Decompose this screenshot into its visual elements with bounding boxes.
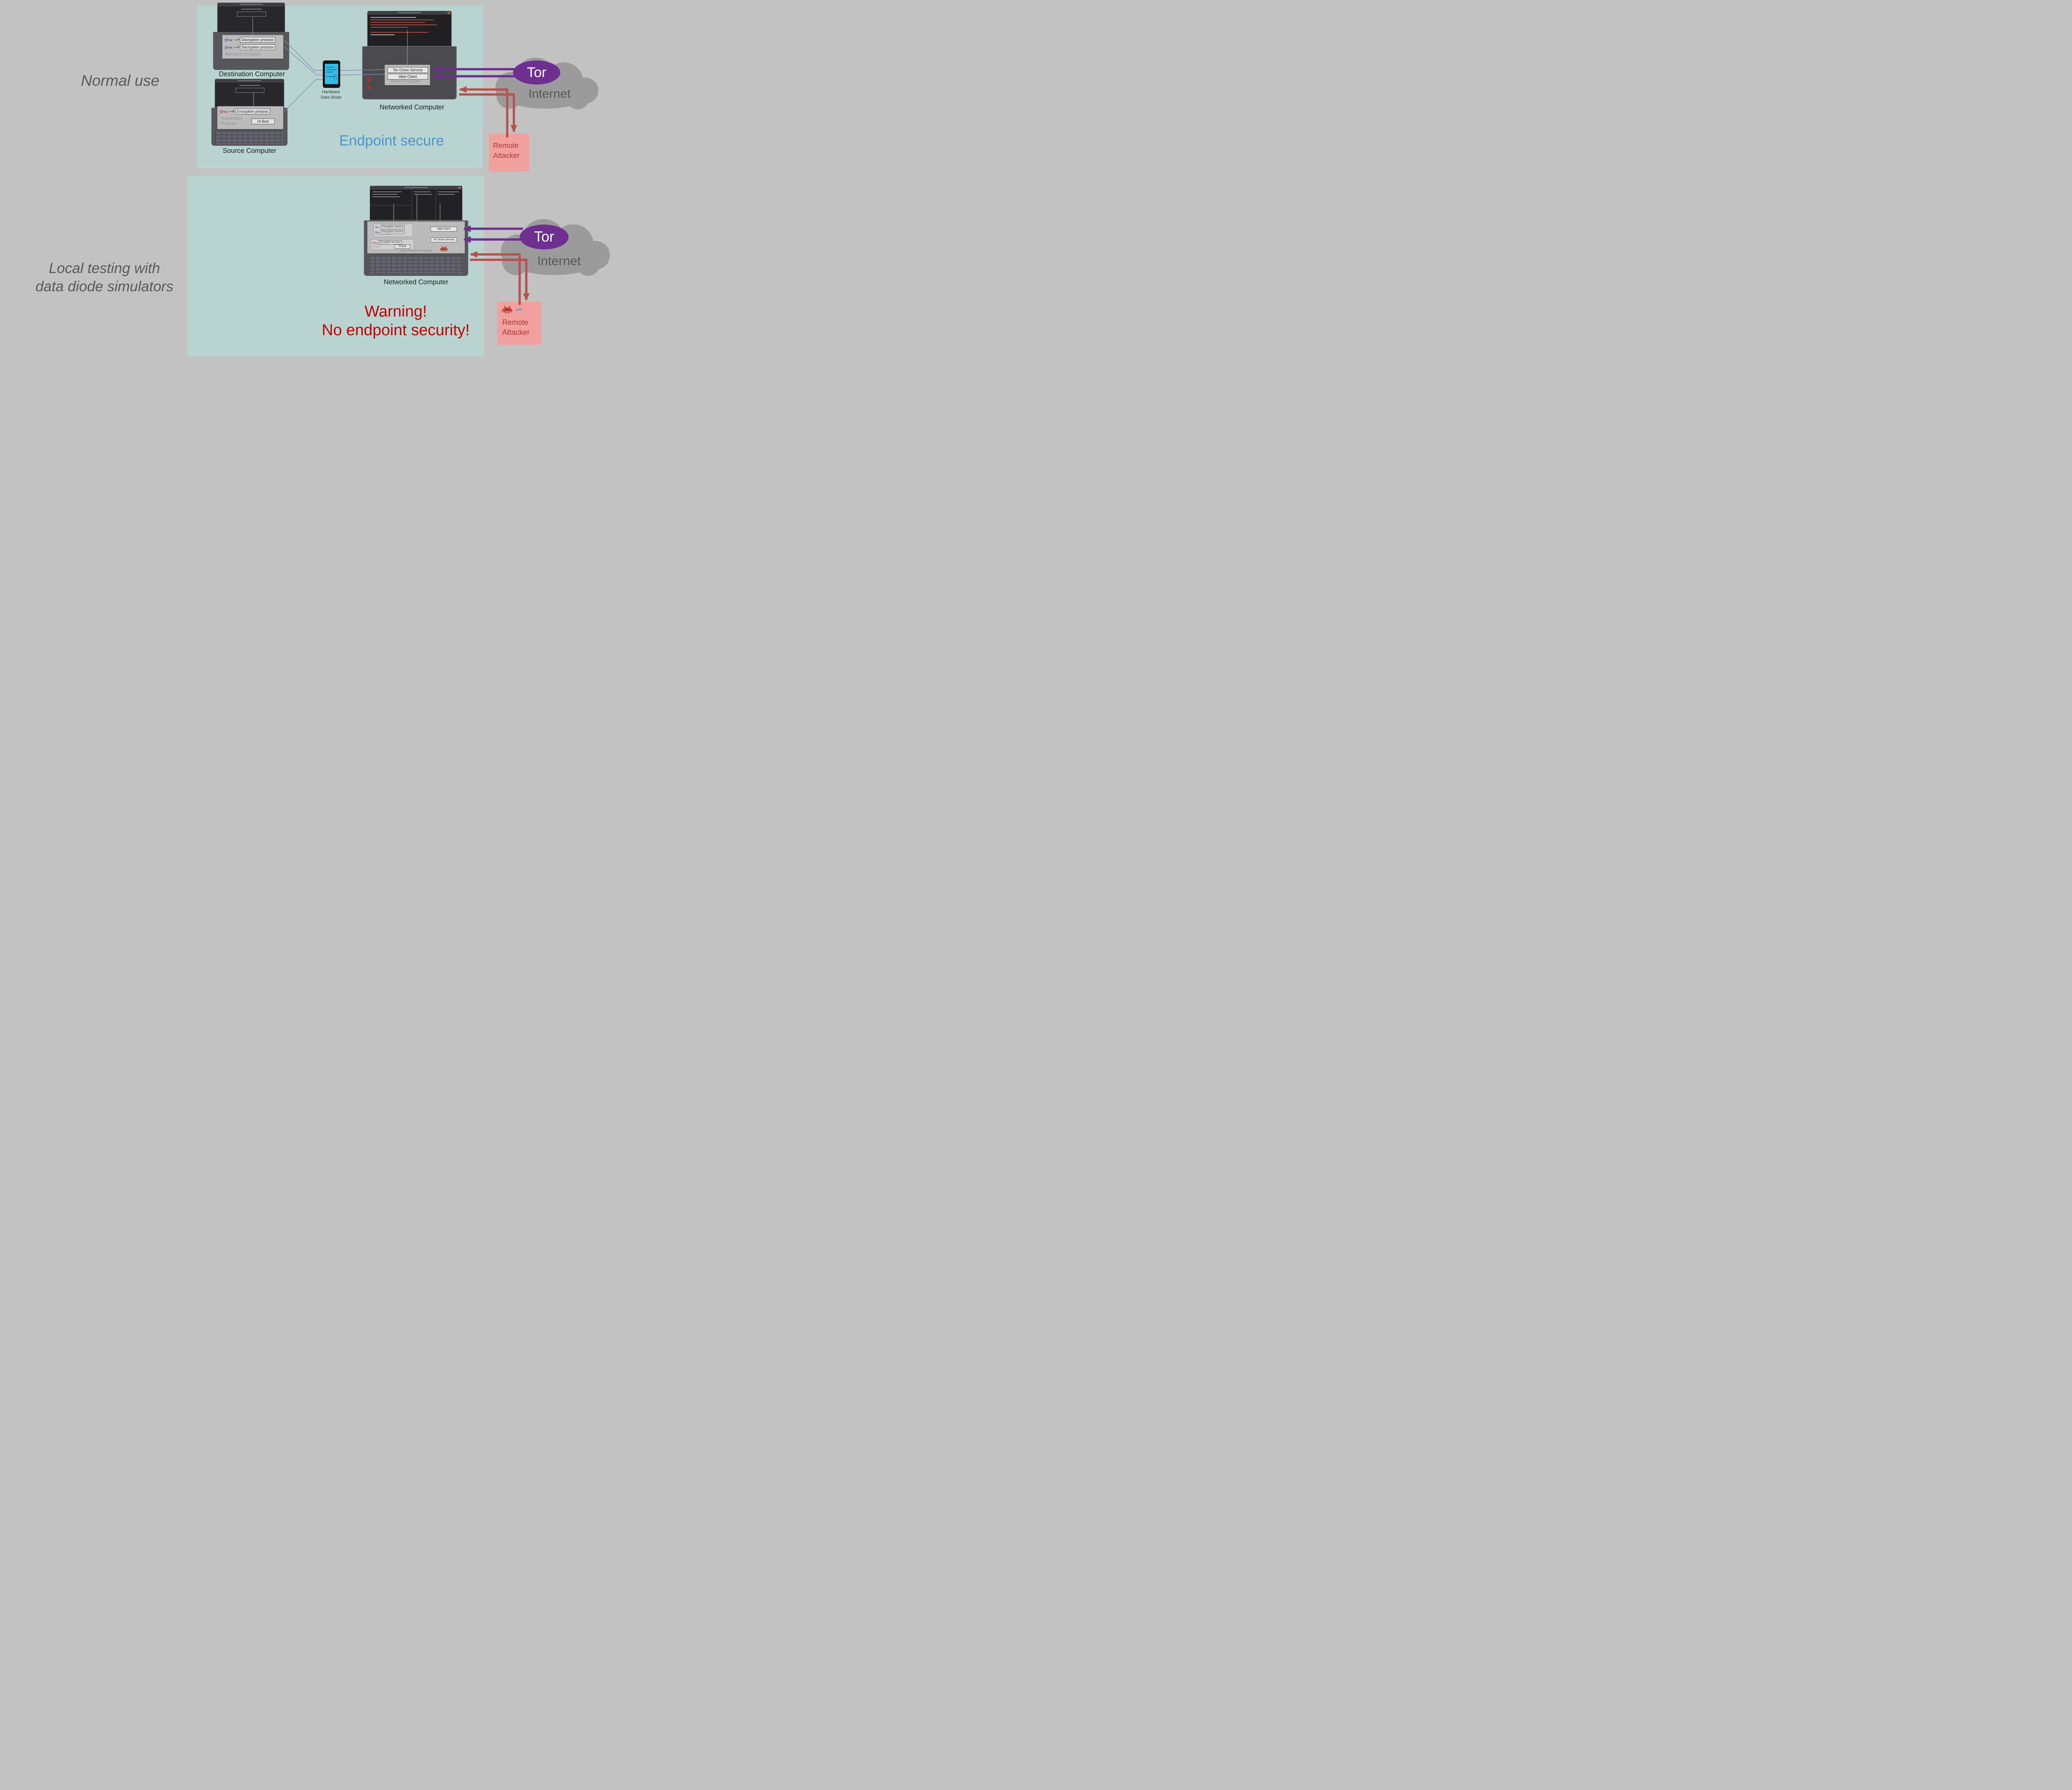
networked-computer-top-caption: Networked Computer [380, 104, 444, 111]
window-titlebar [370, 186, 462, 189]
hardware-data-diode [323, 60, 340, 88]
message-box: Hi Bob [252, 119, 275, 124]
relay-program-label: Relay Program [391, 79, 420, 84]
key-icon [375, 226, 380, 228]
decryption-process-box: Decryption process [240, 44, 276, 50]
receiver-program-label: Receiver Program [225, 52, 261, 57]
arrow-icon [234, 46, 240, 48]
tor-node: Tor [513, 60, 560, 85]
receiver-program-box: Decryption process Decryption process Re… [222, 35, 283, 59]
key-icon [373, 241, 377, 244]
tor-label: Tor [534, 229, 554, 245]
local-testing-label: Local testing with data diode simulators [35, 260, 174, 295]
destination-computer: Decryption process Decryption process Re… [213, 2, 289, 70]
internet-label: Internet [537, 254, 581, 268]
tor-onion-service-box: Tor Onion Service [431, 237, 457, 242]
remote-attacker-top: Remote Attacker [489, 133, 530, 172]
networked-computer-bottom: Decryption process Decryption process Re… [364, 186, 468, 276]
remote-attacker-bottom: Remote Attacker [497, 302, 541, 345]
invader-icon [502, 306, 512, 313]
terminal-emulator-box: Decryption process Decryption process Re… [367, 221, 465, 254]
arrow-icon [229, 110, 235, 112]
invader-icon [366, 85, 372, 90]
normal-use-label: Normal use [81, 72, 160, 89]
remote-attacker-label: Remote Attacker [502, 318, 530, 337]
destination-computer-caption: Destination Computer [219, 70, 285, 78]
decryption-process-box: Decryption process [240, 37, 276, 43]
tor-onion-service-box: Tor Onion Service [387, 67, 428, 73]
transmitter-program-label: Transmitter Program [220, 116, 242, 126]
receiver-program-box: Decryption process Decryption process Re… [373, 224, 413, 237]
key-icon [225, 38, 232, 41]
endpoint-secure-label: Endpoint secure [339, 133, 444, 149]
transmitter-program-box: Encryption process Transmitter Program H… [371, 239, 414, 250]
source-computer: Encryption process Transmitter Program H… [211, 79, 288, 146]
key-icon [515, 308, 523, 311]
close-button-icon [448, 12, 450, 14]
destination-screen [217, 2, 285, 32]
web-client-box: Web Client [431, 227, 457, 232]
tor-network-top: Tor Internet [487, 51, 600, 110]
relay-program-box: Tor Onion Service Web Client Relay Progr… [385, 65, 430, 85]
invader-icon [440, 246, 448, 252]
diagram-canvas: Normal use Local testing with data diode… [0, 0, 637, 358]
terminal-emulator-label: Tiling Terminal Emulator [399, 249, 433, 253]
transmitter-program-box: Encryption process Transmitter Program H… [217, 106, 283, 129]
keyboard [370, 256, 462, 273]
window-titlebar [218, 3, 285, 6]
networked-screen [367, 11, 452, 46]
internet-label: Internet [528, 87, 571, 101]
networked-computer-bottom-caption: Networked Computer [384, 278, 448, 286]
window-titlebar [368, 11, 451, 15]
remote-attacker-label: Remote Attacker [493, 141, 520, 160]
data-diode-caption: Hardware Data Diode [320, 90, 342, 100]
tor-node: Tor [520, 225, 569, 249]
key-icon [225, 46, 232, 49]
encryption-process-box: Encryption process [378, 240, 402, 244]
networked-computer-top: Tor Onion Service Web Client Relay Progr… [362, 11, 457, 100]
key-icon [220, 110, 228, 113]
encryption-process-box: Encryption process [235, 109, 270, 114]
data-diode-screen [325, 64, 338, 84]
networked-screen [370, 186, 462, 220]
tor-label: Tor [527, 64, 547, 80]
web-client-box: Web Client [387, 74, 428, 80]
source-computer-caption: Source Computer [223, 147, 276, 155]
message-box: Hi Bob [395, 244, 410, 249]
receiver-program-label: Receiver Program [375, 233, 394, 236]
decryption-process-box: Decryption process [381, 230, 405, 234]
warning-label: Warning! No endpoint security! [322, 303, 470, 339]
transmitter-program-label: Transmitter Program [373, 243, 384, 249]
compromise-question-mark: ? [366, 75, 371, 85]
close-button-icon [458, 187, 461, 189]
window-titlebar [215, 79, 284, 82]
tor-network-bottom: Tor Internet [492, 212, 612, 277]
keyboard [215, 131, 283, 144]
key-icon [375, 231, 380, 233]
source-screen [215, 79, 284, 108]
decryption-process-box: Decryption process [381, 225, 405, 229]
